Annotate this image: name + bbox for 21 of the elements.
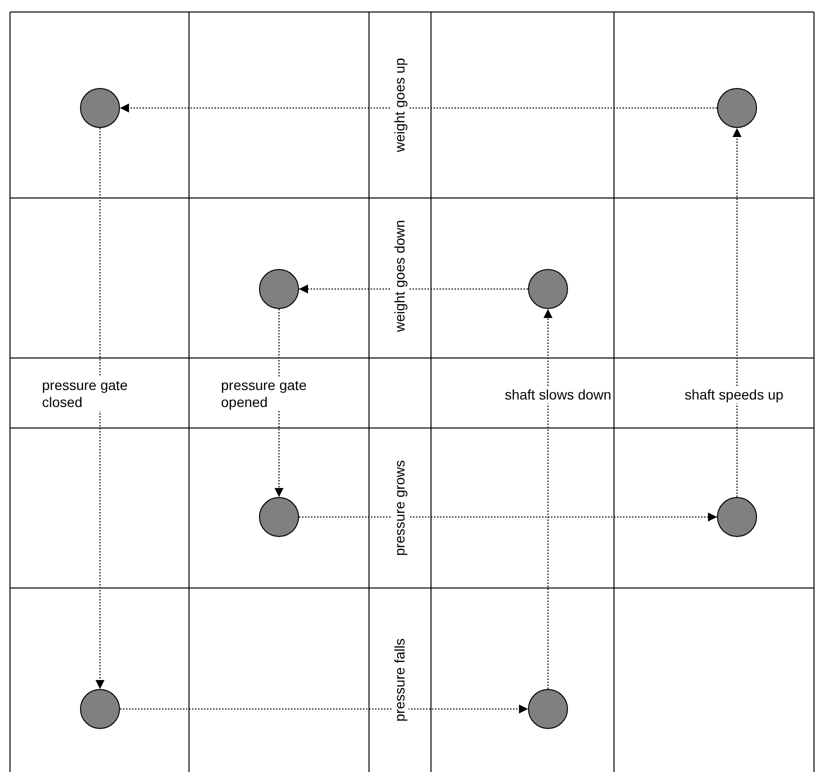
arrow [120, 704, 528, 714]
circle-node [259, 269, 299, 309]
vertical-label: weight goes down [392, 220, 408, 332]
arrow [732, 128, 742, 498]
arrow [544, 308, 552, 690]
circle-node [717, 497, 757, 537]
arrow [298, 512, 718, 522]
circle-node [80, 88, 120, 128]
vertical-label: pressure grows [392, 460, 408, 556]
circle-node [717, 88, 757, 128]
vertical-label: pressure falls [392, 638, 408, 722]
circle-node [80, 689, 120, 729]
arrow [96, 128, 104, 690]
circle-node [528, 269, 568, 309]
cell-label: shaft speeds up [684, 386, 784, 404]
vertical-label: weight goes up [392, 58, 408, 152]
arrow [298, 284, 528, 294]
circle-node [528, 689, 568, 729]
cell-label: shaft slows down [504, 386, 612, 404]
arrow [120, 104, 718, 112]
circle-node [259, 497, 299, 537]
